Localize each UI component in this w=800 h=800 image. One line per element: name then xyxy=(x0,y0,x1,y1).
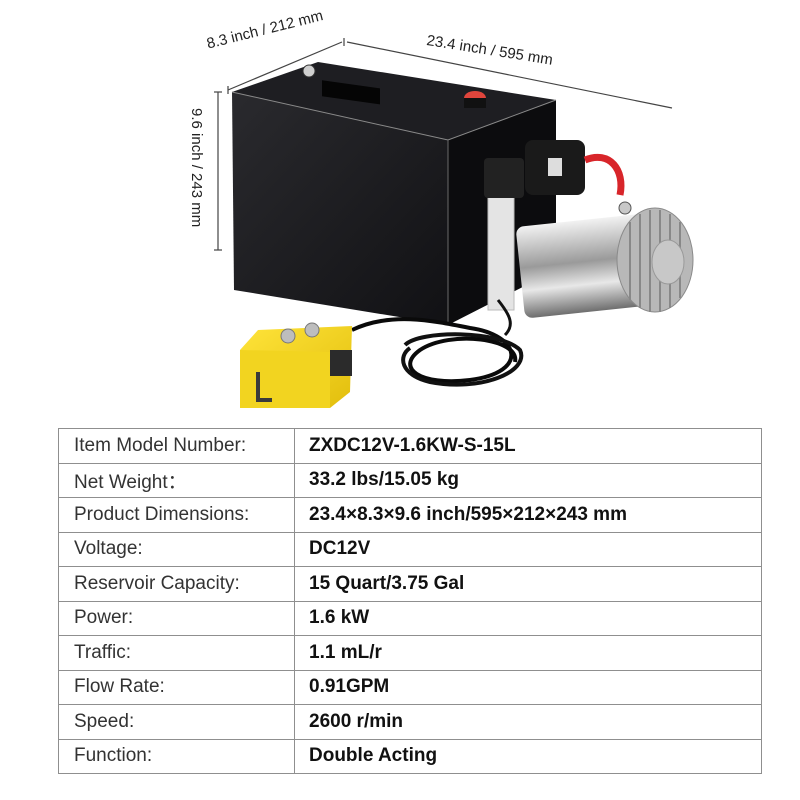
spec-value: 1.1 mL/r xyxy=(294,635,762,671)
table-row: Item Model Number:ZXDC12V-1.6KW-S-15L xyxy=(58,428,762,464)
product-image: 8.3 inch / 212 mm 23.4 inch / 595 mm 9.6… xyxy=(188,7,694,408)
spec-key: Item Model Number: xyxy=(58,428,295,464)
table-row: Flow Rate:0.91GPM xyxy=(58,669,762,705)
spec-key: Flow Rate: xyxy=(58,669,295,705)
spec-value: 0.91GPM xyxy=(294,669,762,705)
table-row: Power:1.6 kW xyxy=(58,600,762,636)
spec-value: 1.6 kW xyxy=(294,600,762,636)
spec-key: Speed: xyxy=(58,704,295,740)
table-row: Net Weight：33.2 lbs/15.05 kg xyxy=(58,462,762,498)
dimension-lines xyxy=(214,38,673,251)
spec-key: Function: xyxy=(58,738,295,774)
table-row: Reservoir Capacity:15 Quart/3.75 Gal xyxy=(58,566,762,602)
spec-value: 2600 r/min xyxy=(294,704,762,740)
spec-key: Power: xyxy=(58,600,295,636)
spec-value: DC12V xyxy=(294,531,762,567)
remote-control xyxy=(240,299,524,408)
hydraulic-pump-illustration xyxy=(214,38,694,408)
spec-value: ZXDC12V-1.6KW-S-15L xyxy=(294,428,762,464)
spec-value: 15 Quart/3.75 Gal xyxy=(294,566,762,602)
electric-motor xyxy=(484,140,694,318)
height-dimension-label: 9.6 inch / 243 mm xyxy=(188,108,205,228)
spec-key: Net Weight： xyxy=(58,462,295,498)
specifications-table: Item Model Number:ZXDC12V-1.6KW-S-15L Ne… xyxy=(58,428,762,774)
spec-value: Double Acting xyxy=(294,738,762,774)
spec-value: 33.2 lbs/15.05 kg xyxy=(294,462,762,498)
spec-key: Product Dimensions: xyxy=(58,497,295,533)
spec-key: Reservoir Capacity: xyxy=(58,566,295,602)
table-row: Speed:2600 r/min xyxy=(58,704,762,740)
table-row: Function:Double Acting xyxy=(58,738,762,774)
spec-key: Traffic: xyxy=(58,635,295,671)
table-row: Voltage:DC12V xyxy=(58,531,762,567)
table-row: Product Dimensions:23.4×8.3×9.6 inch/595… xyxy=(58,497,762,533)
spec-key: Voltage: xyxy=(58,531,295,567)
table-row: Traffic:1.1 mL/r xyxy=(58,635,762,671)
spec-value: 23.4×8.3×9.6 inch/595×212×243 mm xyxy=(294,497,762,533)
